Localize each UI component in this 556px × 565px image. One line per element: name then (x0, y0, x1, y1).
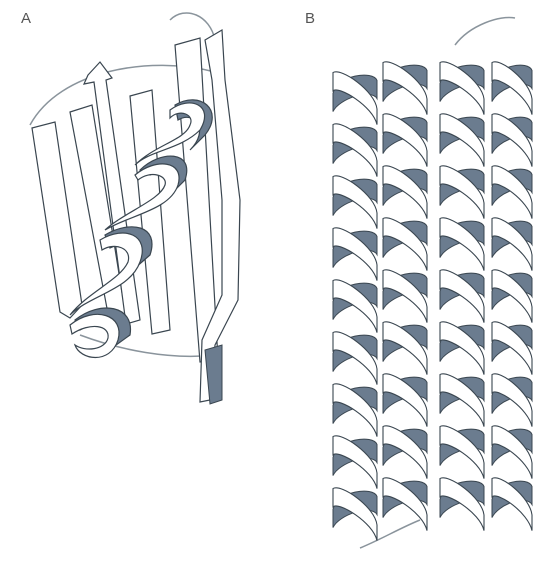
four-helix-bundle (333, 62, 532, 541)
coil-loop (455, 17, 515, 45)
beta-strand (32, 122, 82, 318)
panel-a-structure (30, 13, 240, 404)
coil-loop (170, 13, 215, 40)
beta-strand (175, 38, 218, 362)
